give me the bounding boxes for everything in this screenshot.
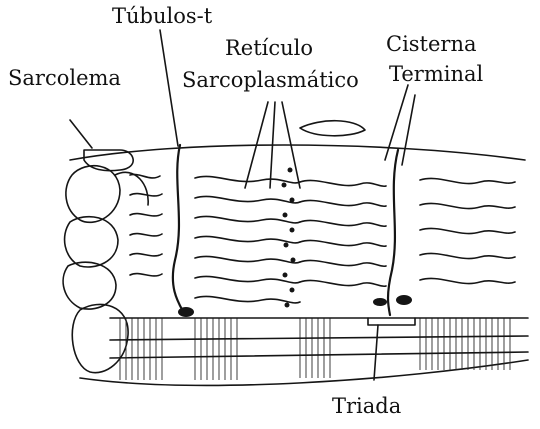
t-tubule-left	[173, 145, 185, 315]
myofibril-striations	[110, 318, 528, 380]
label-terminal: Terminal	[389, 64, 483, 85]
label-cisterna: Cisterna	[386, 34, 477, 55]
label-tubulos-t: Túbulos-t	[112, 6, 212, 27]
top-vesicle	[300, 121, 365, 136]
t-tubule-right	[388, 150, 398, 315]
sarcoplasmic-reticulum	[130, 168, 515, 308]
label-sarcoplasmatico: Sarcoplasmático	[182, 70, 359, 91]
terminal-cisternae	[178, 295, 412, 317]
label-sarcolema: Sarcolema	[8, 68, 121, 89]
label-reticulo: Retículo	[225, 38, 313, 59]
label-triada: Triada	[332, 396, 401, 417]
